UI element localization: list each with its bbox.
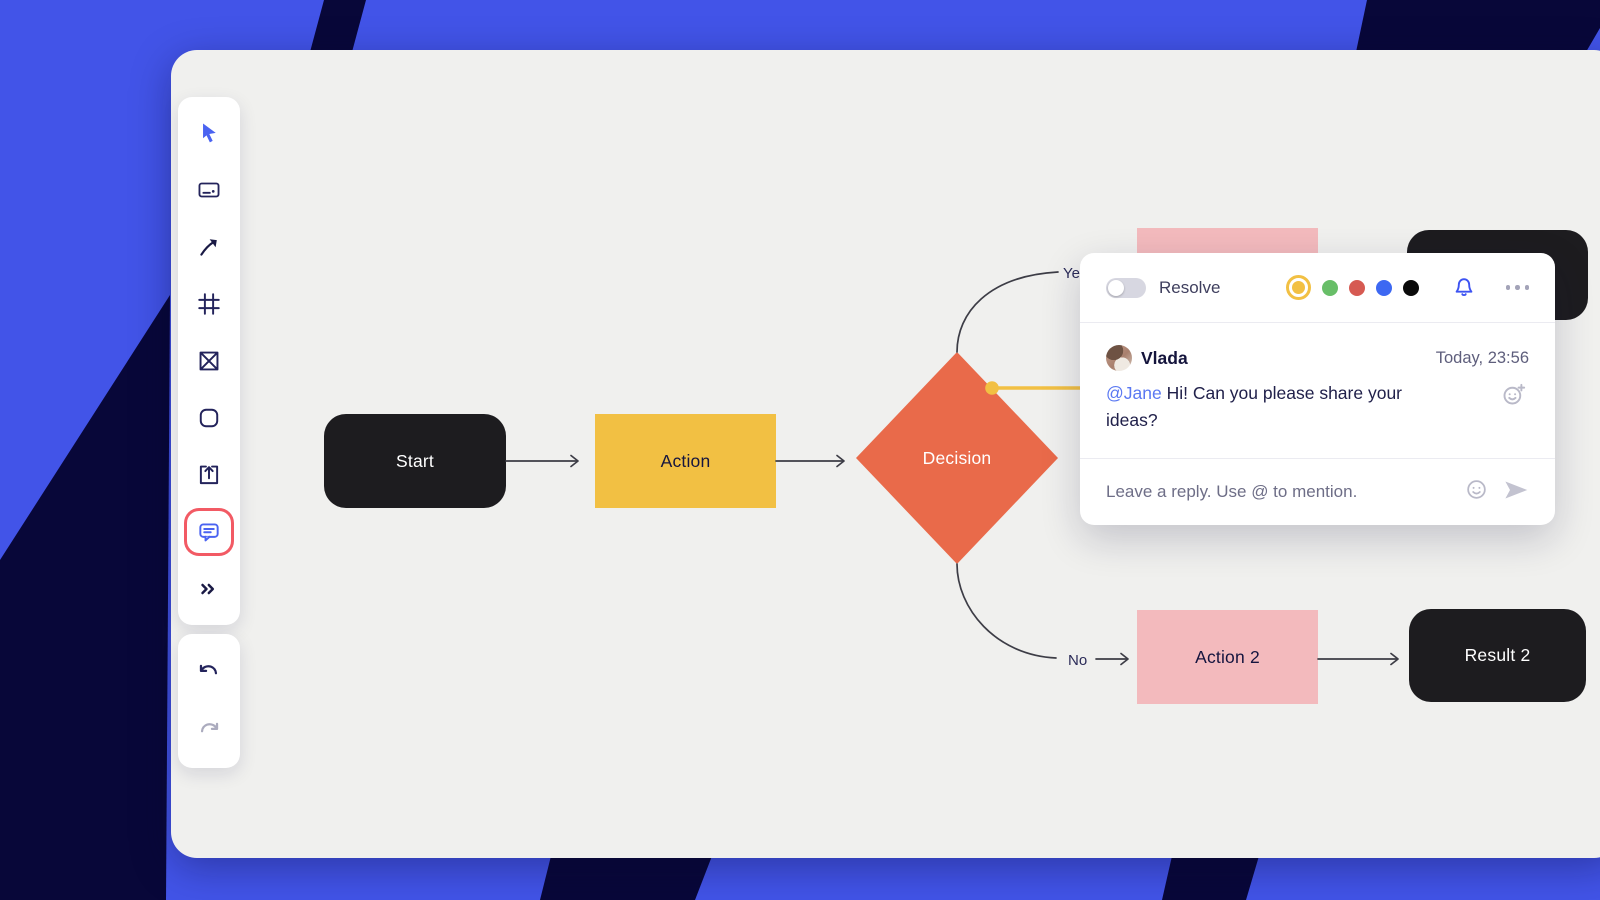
undo-icon	[196, 659, 222, 685]
node-label: Result 2	[1464, 645, 1531, 665]
color-dot-black[interactable]	[1402, 279, 1419, 296]
arrow-icon	[196, 234, 222, 260]
more-options-button[interactable]	[1505, 285, 1529, 290]
send-button[interactable]	[1501, 475, 1531, 510]
avatar	[1106, 345, 1132, 371]
box-x-icon	[196, 348, 222, 374]
card-tool-button[interactable]	[187, 169, 231, 211]
emoji-button[interactable]	[1464, 477, 1489, 507]
history-toolbar	[178, 634, 240, 768]
arrow-tool-button[interactable]	[187, 226, 231, 268]
color-dot-green[interactable]	[1321, 279, 1338, 296]
add-reaction-button[interactable]	[1500, 381, 1527, 408]
cursor-icon	[196, 120, 222, 146]
comment-author: Vlada	[1141, 347, 1188, 368]
comment-message: @Jane Hi! Can you please share your idea…	[1106, 380, 1442, 434]
shape-tool-button[interactable]	[187, 397, 231, 439]
comment-tool-button[interactable]	[187, 511, 231, 553]
flow-node-action2[interactable]: Action 2	[1137, 610, 1318, 704]
toggle-knob	[1108, 279, 1124, 296]
resolve-label: Resolve	[1159, 277, 1221, 297]
node-label: Action 2	[1195, 646, 1260, 667]
emoji-plus-icon	[1503, 383, 1526, 405]
undo-button[interactable]	[187, 651, 231, 693]
color-dot-yellow-selected[interactable]	[1285, 275, 1311, 300]
upload-icon	[196, 462, 222, 488]
comment-popup: Resolve Vlada Today, 23:56 @Jane Hi! Can…	[1080, 253, 1555, 525]
toolbar	[178, 97, 240, 625]
mention-link[interactable]: @Jane	[1106, 383, 1162, 403]
send-icon	[1505, 481, 1528, 498]
double-chevron-right-icon	[197, 577, 221, 601]
comment-timestamp: Today, 23:56	[1435, 348, 1529, 367]
comment-text: Hi! Can you please share your ideas?	[1106, 383, 1402, 430]
notification-bell-button[interactable]	[1452, 276, 1476, 300]
node-label: Action	[660, 450, 711, 471]
resolve-toggle[interactable]	[1106, 277, 1146, 298]
more-tools-button[interactable]	[187, 568, 231, 610]
color-palette	[1285, 275, 1419, 300]
upload-tool-button[interactable]	[187, 454, 231, 496]
flow-node-result2[interactable]: Result 2	[1409, 609, 1586, 702]
flow-node-start[interactable]: Start	[324, 414, 506, 508]
flow-node-action[interactable]: Action	[595, 414, 776, 508]
comment-icon	[196, 519, 222, 545]
card-icon	[196, 177, 222, 203]
color-dot-red[interactable]	[1348, 279, 1365, 296]
bell-icon	[1455, 277, 1472, 296]
color-dot-blue[interactable]	[1375, 279, 1392, 296]
delete-box-tool-button[interactable]	[187, 340, 231, 382]
rounded-rect-icon	[196, 405, 222, 431]
comment-body: Vlada Today, 23:56 @Jane Hi! Can you ple…	[1080, 323, 1555, 434]
frame-tool-button[interactable]	[187, 283, 231, 325]
redo-button[interactable]	[187, 709, 231, 751]
comment-popup-header: Resolve	[1080, 253, 1555, 323]
smiley-icon	[1467, 480, 1486, 499]
redo-icon	[196, 717, 222, 743]
node-label: Decision	[922, 447, 992, 468]
frame-icon	[196, 291, 222, 317]
select-tool-button[interactable]	[187, 112, 231, 154]
reply-input[interactable]: Leave a reply. Use @ to mention.	[1106, 482, 1358, 501]
node-label: Start	[396, 450, 434, 471]
reply-bar: Leave a reply. Use @ to mention.	[1080, 458, 1555, 525]
